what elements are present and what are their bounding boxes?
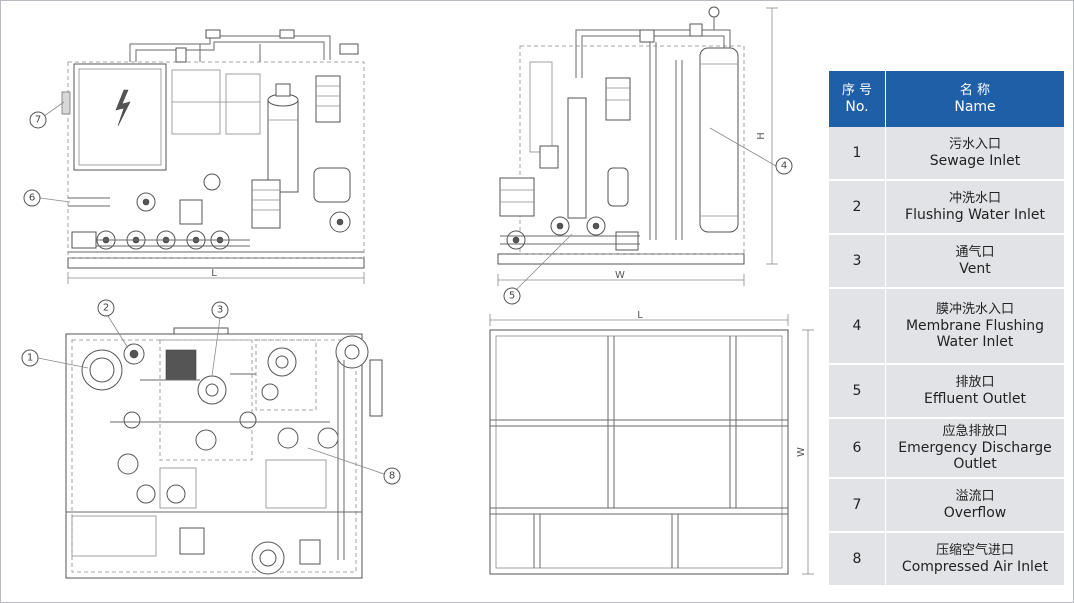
legend-header-row: 序 号 No. 名 称 Name (829, 71, 1065, 127)
callout-6: 6 (29, 193, 35, 204)
dim-label-height: H (756, 132, 767, 140)
callout-8: 8 (389, 471, 395, 482)
legend-row-number: 1 (829, 127, 886, 181)
legend-row-name-en: Vent (959, 261, 991, 277)
legend-row-name-en: Effluent Outlet (923, 391, 1027, 407)
electric-hazard-icon (115, 89, 131, 127)
membrane-tank-side (699, 47, 739, 233)
callouts: 1 2 3 4 5 6 7 8 (21, 101, 793, 485)
legend-header-number: 序 号 No. (829, 71, 886, 127)
dim-label-length-front: L (211, 268, 217, 279)
legend-row-name-cn: 压缩空气进口 (935, 543, 1014, 558)
top-view (65, 327, 383, 579)
front-frame (67, 61, 365, 259)
callout-5: 5 (509, 291, 515, 302)
electric-cabinet (73, 63, 167, 171)
legend-row-name-cn: 污水入口 (948, 137, 1001, 152)
side-frame (519, 45, 745, 255)
legend-row-name-en: Emergency Discharge Outlet (898, 440, 1052, 472)
legend-row-number: 2 (829, 181, 886, 235)
legend-row-name-en: Flushing Water Inlet (905, 207, 1045, 223)
callout-2: 2 (103, 303, 109, 314)
legend-row-name-en: Membrane Flushing Water Inlet (905, 318, 1045, 350)
legend-header-name: 名 称 Name (886, 71, 1065, 127)
callout-4: 4 (781, 161, 787, 172)
legend-row-number: 3 (829, 235, 886, 289)
legend-row-name-cn: 冲洗水口 (948, 191, 1001, 206)
side-base-skid (497, 253, 745, 265)
legend-row-name-cn: 膜冲洗水入口 (935, 302, 1014, 317)
front-base-skid (67, 257, 365, 269)
dim-label-length-base: L (637, 310, 643, 321)
header-no-cn: 序 号 (841, 83, 873, 98)
legend-row-name-en: Sewage Inlet (929, 153, 1021, 169)
pump-motor (251, 179, 281, 229)
dim-label-width-side: W (615, 270, 625, 281)
legend-row-number: 6 (829, 419, 886, 479)
callout-3: 3 (217, 305, 223, 316)
callout-1: 1 (27, 353, 33, 364)
legend-row-name-cn: 应急排放口 (942, 424, 1008, 439)
base-frame-outline (489, 329, 789, 575)
legend-row-name-en: Compressed Air Inlet (901, 559, 1049, 575)
legend-row-name-cn: 通气口 (955, 245, 995, 260)
side-view: W H (497, 6, 778, 286)
membrane-column (267, 99, 299, 193)
dim-label-width-base: W (796, 447, 807, 457)
legend-row-number: 7 (829, 479, 886, 533)
legend-row-number: 8 (829, 533, 886, 587)
legend-row-name-en: Overflow (943, 505, 1007, 521)
pressure-gauge-icon (708, 6, 720, 18)
blower-motor (315, 75, 341, 123)
legend-row-number: 5 (829, 365, 886, 419)
callout-7: 7 (35, 115, 41, 126)
side-motor (605, 77, 631, 121)
side-pump-motor (499, 177, 535, 217)
base-frame-plan: L W (489, 310, 814, 575)
header-no-en: No. (845, 99, 869, 115)
front-view: L (61, 29, 365, 284)
header-name-en: Name (954, 99, 996, 115)
legend-row-number: 4 (829, 289, 886, 365)
top-motor (165, 349, 197, 381)
legend-row-name-cn: 溢流口 (955, 489, 995, 504)
legend-row-name-cn: 排放口 (955, 375, 995, 390)
compressor-tank (313, 167, 351, 203)
header-name-cn: 名 称 (959, 83, 991, 98)
